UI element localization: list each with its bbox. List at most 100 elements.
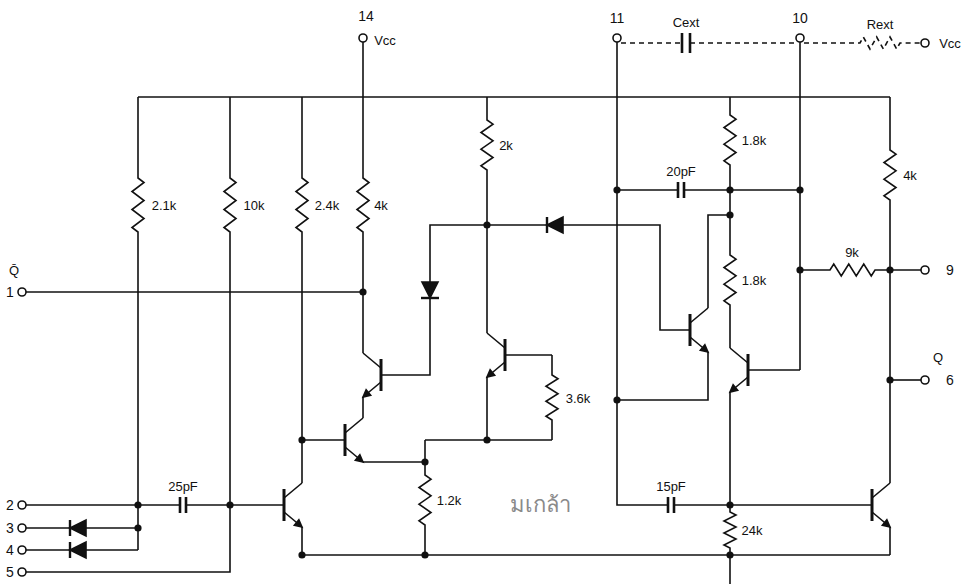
capacitor-value: 25pF	[167, 480, 199, 493]
resistor-value: 1.8k	[741, 274, 768, 287]
wire	[617, 352, 708, 400]
wire	[505, 354, 552, 356]
pin-terminal	[921, 376, 929, 384]
wire	[799, 42, 801, 370]
pin-number: 4	[5, 543, 15, 557]
component-name: Cext	[672, 16, 701, 29]
wire	[362, 397, 364, 418]
resistor-symbol	[481, 97, 493, 333]
pin-number: 5	[5, 565, 15, 579]
wire	[363, 461, 425, 463]
wire	[729, 555, 731, 584]
supply-label: Vcc	[373, 34, 397, 47]
junction-dot	[727, 502, 733, 508]
pin-terminal	[921, 266, 929, 274]
resistor-symbol	[724, 505, 736, 555]
pin-terminal	[18, 524, 26, 532]
resistor-value: 4k	[373, 199, 389, 212]
resistor-value: 10k	[243, 199, 266, 212]
junction-dot	[422, 552, 428, 558]
resistor-symbol	[724, 190, 736, 348]
wire	[301, 527, 303, 555]
signal-name: Q̄	[8, 264, 20, 277]
resistor-symbol	[224, 97, 236, 505]
wire	[617, 189, 678, 191]
resistor-value: 3.6k	[565, 392, 592, 405]
junction-dot	[299, 437, 305, 443]
transistor-symbol	[872, 483, 890, 527]
wire	[381, 225, 487, 375]
wire	[729, 392, 731, 505]
junction-dot	[797, 267, 803, 273]
resistor-symbol	[724, 97, 736, 190]
transistor-symbol	[284, 483, 302, 527]
junction-dot	[360, 289, 366, 295]
junction-dot	[887, 377, 893, 383]
diode-symbol	[70, 520, 86, 536]
pin-number: 2	[5, 498, 15, 512]
capacitor-symbol	[678, 182, 684, 198]
junction-dot	[727, 212, 733, 218]
wire	[362, 42, 364, 97]
wire	[138, 96, 890, 98]
pin-number: 3	[5, 521, 15, 535]
pin-terminal	[613, 34, 621, 42]
wire	[690, 42, 796, 44]
junction-dot	[614, 397, 620, 403]
capacitor-symbol	[682, 33, 690, 53]
wire	[26, 505, 230, 572]
pin-terminal	[18, 288, 26, 296]
transistor-symbol	[345, 418, 363, 462]
resistor-value: 1.2k	[436, 494, 463, 507]
wire	[890, 379, 921, 381]
pin-terminal	[796, 34, 804, 42]
transistor-symbol	[487, 333, 505, 377]
wire	[748, 369, 800, 371]
diode-symbol	[547, 217, 563, 233]
wire	[487, 225, 690, 330]
resistor-symbol	[419, 440, 431, 555]
pin-number: 9	[945, 263, 955, 277]
junction-dot	[614, 187, 620, 193]
capacitor-value: 20pF	[665, 165, 697, 178]
pin-terminal	[18, 546, 26, 554]
resistor-value: 24k	[741, 524, 764, 537]
wire	[26, 291, 363, 293]
resistor-symbol	[804, 37, 921, 49]
wire	[708, 215, 730, 308]
junction-dot	[135, 502, 141, 508]
pin-number: 11	[609, 11, 626, 25]
component-name: Rext	[866, 18, 895, 31]
resistor-value: 9k	[844, 246, 860, 259]
transistor-symbol	[690, 308, 708, 352]
supply-label: Vcc	[938, 37, 962, 50]
watermark: มเกล้า	[509, 494, 572, 516]
wire	[186, 504, 284, 506]
pin-terminal	[18, 568, 26, 576]
wire	[889, 527, 891, 555]
circuit-drawing	[18, 33, 929, 584]
pin-number: 10	[791, 11, 809, 25]
wire	[302, 439, 345, 441]
junction-dot	[887, 267, 893, 273]
capacitor-symbol	[668, 497, 674, 513]
resistor-value: 2.1k	[151, 199, 178, 212]
resistor-symbol	[357, 97, 369, 353]
pin-terminal	[921, 39, 929, 47]
wire	[684, 189, 800, 191]
signal-name: Q	[932, 351, 944, 364]
resistor-symbol	[296, 97, 308, 483]
junction-dot	[227, 502, 233, 508]
wire	[621, 42, 682, 44]
resistor-value: 1.8k	[741, 134, 768, 147]
capacitor-symbol	[180, 497, 186, 513]
wire	[617, 42, 668, 505]
wire	[26, 504, 180, 506]
junction-dot	[422, 459, 428, 465]
pin-number: 1	[5, 285, 15, 299]
resistor-symbol	[884, 97, 896, 483]
pin-terminal	[359, 34, 367, 42]
resistor-value: 4k	[902, 169, 918, 182]
